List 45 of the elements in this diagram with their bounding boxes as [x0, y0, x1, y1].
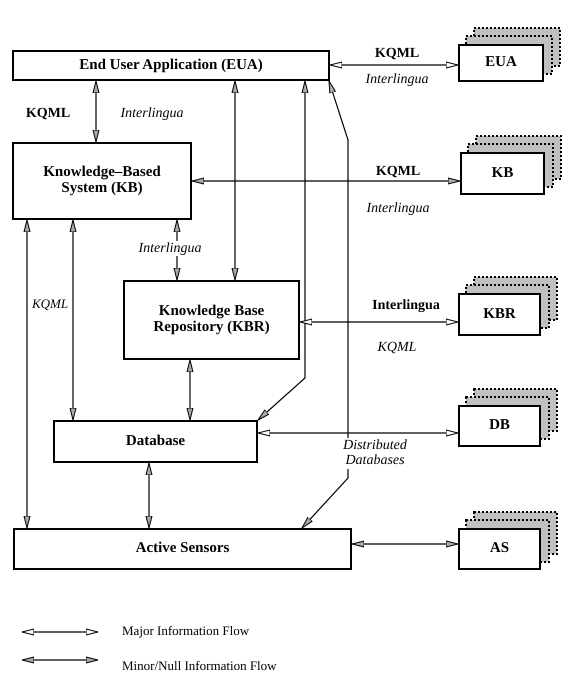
flow-arrow — [258, 80, 308, 420]
protocol-label: Interlingua — [372, 298, 440, 314]
protocol-label: Interlingua — [120, 106, 184, 122]
component-box — [13, 528, 352, 570]
box-label: Database — [126, 434, 186, 450]
component-box — [53, 420, 258, 463]
flow-arrow — [352, 540, 458, 548]
flow-arrow — [300, 318, 458, 326]
component-box — [12, 142, 192, 220]
box-label: End User Application (EUA) — [79, 58, 263, 74]
flow-arrow — [232, 80, 238, 280]
protocol-label: KQML — [26, 106, 70, 122]
remote-system-box — [460, 152, 545, 195]
protocol-label: KQML — [374, 46, 420, 62]
box-label: Knowledge Base Repository (KBR) — [152, 304, 271, 336]
box-label: Knowledge–Based System (KB) — [42, 165, 162, 197]
remote-system-box — [458, 405, 541, 447]
flow-arrow — [70, 220, 76, 420]
remote-system-box — [458, 44, 544, 82]
component-box — [12, 50, 330, 81]
flow-arrow — [186, 360, 194, 420]
box-label: AS — [490, 541, 510, 557]
component-box — [123, 280, 300, 360]
flow-arrow — [192, 178, 460, 184]
remote-system-box — [458, 528, 541, 570]
flow-arrow — [258, 430, 458, 436]
legend-label: Minor/Null Information Flow — [122, 658, 277, 674]
legend-label: Major Information Flow — [122, 623, 250, 639]
box-label: KBR — [483, 306, 516, 322]
edge-label: Interlingua — [138, 241, 202, 256]
flow-arrow — [24, 220, 30, 528]
box-label: Active Sensors — [136, 541, 230, 557]
protocol-label: KQML — [378, 340, 416, 356]
protocol-label: Interlingua — [366, 72, 428, 88]
box-label: KB — [492, 166, 514, 182]
box-label: DB — [489, 418, 510, 434]
flow-arrow — [330, 62, 458, 68]
box-label: EUA — [485, 55, 517, 71]
remote-system-box — [458, 293, 541, 336]
flow-arrow — [92, 80, 100, 142]
protocol-label: KQML — [376, 164, 420, 180]
protocol-label: KQML — [32, 297, 68, 312]
flow-arrow — [302, 80, 349, 528]
protocol-label: Interlingua — [366, 201, 430, 216]
flow-arrow — [146, 462, 152, 528]
